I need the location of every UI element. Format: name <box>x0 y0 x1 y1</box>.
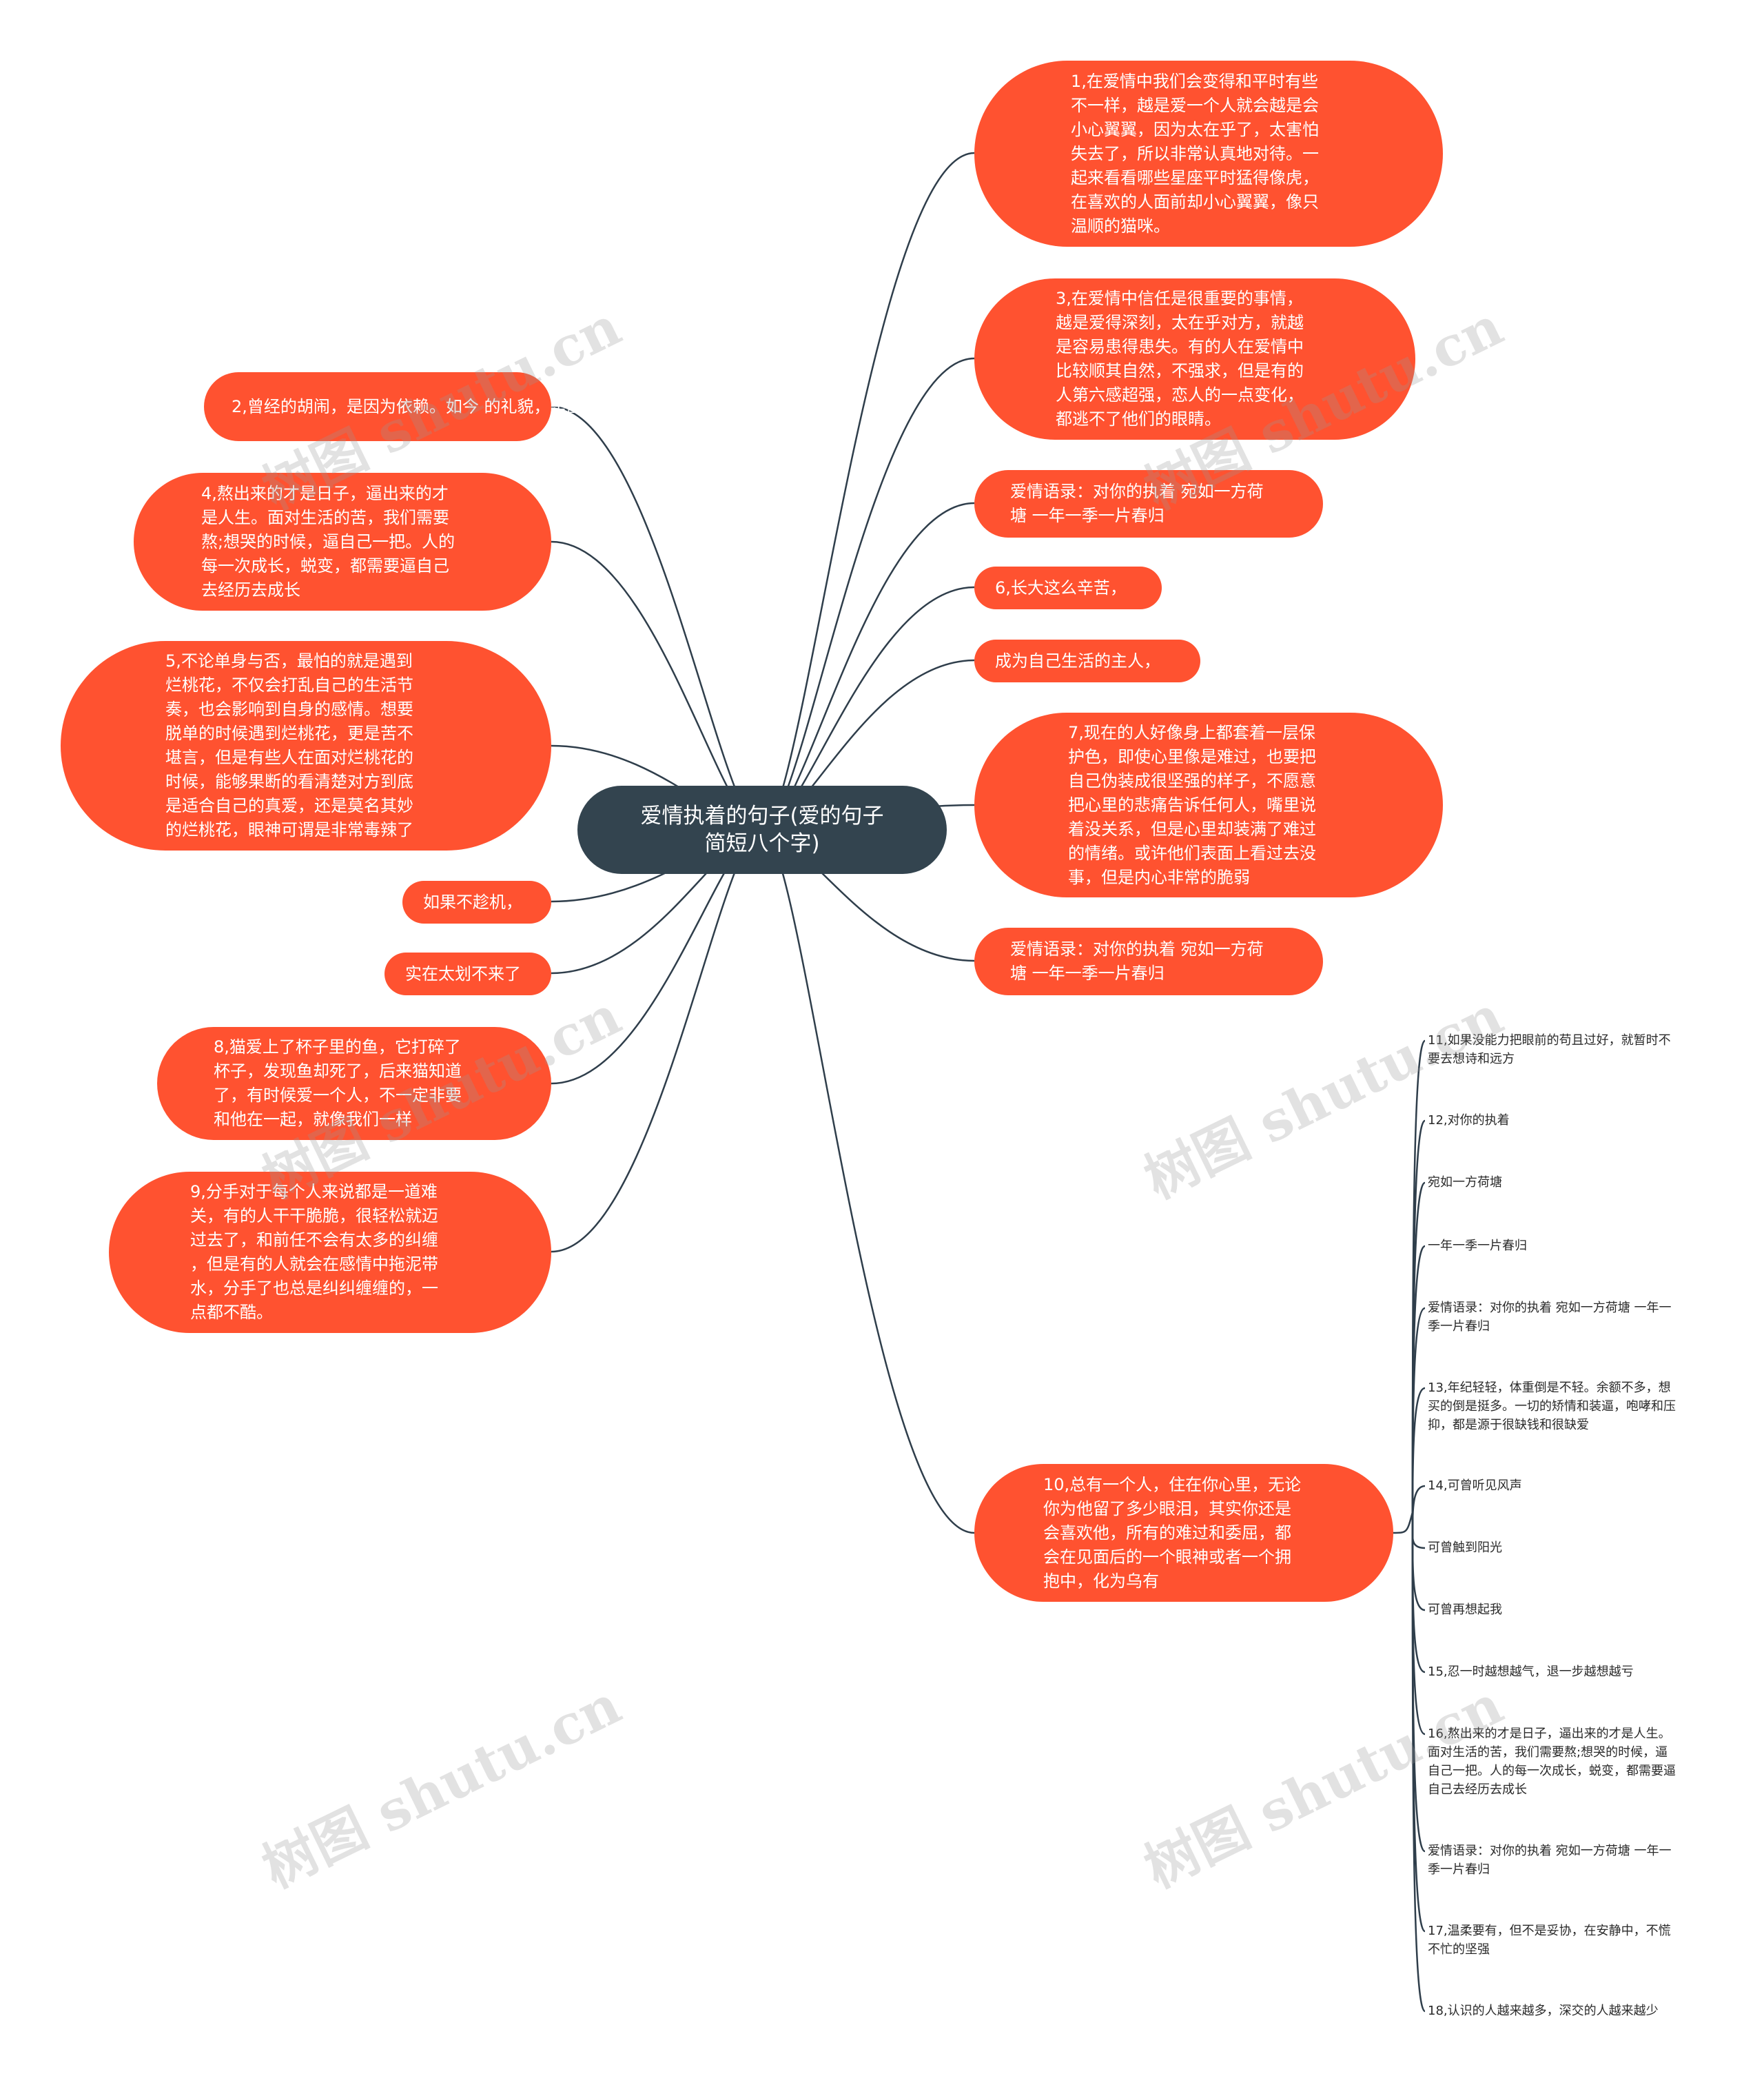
link-leaf-8 <box>1411 1532 1426 1549</box>
leaf-item[interactable]: 一年一季一片春归 <box>1428 1239 1527 1253</box>
node-text: 实在太划不来了 <box>405 964 521 984</box>
leaf-item[interactable]: 宛如一方荷塘 <box>1428 1175 1502 1190</box>
node-text: 爱情语录：对你的执着 宛如一方荷 塘 一年一季一片春归 <box>1010 939 1264 983</box>
leaf-item[interactable]: 爱情语录：对你的执着 宛如一方荷塘 一年一 季一片春归 <box>1428 1301 1672 1334</box>
leaf-item[interactable]: 可曾再想起我 <box>1428 1602 1502 1617</box>
right-node-8[interactable]: 10,总有一个人，住在你心里，无论 你为他留了多少眼泪，其实你还是 会喜欢他，所… <box>974 1464 1393 1602</box>
link-leaf-stem <box>1393 1512 1414 1534</box>
leaf-item[interactable]: 18,认识的人越来越多，深交的人越来越少 <box>1428 2004 1659 2018</box>
link-left-1 <box>551 405 763 831</box>
node-text: 成为自己生活的主人， <box>995 651 1160 671</box>
leaf-item[interactable]: 16,熬出来的才是日子，逼出来的才是人生。 面对生活的苦，我们需要熬;想哭的时候… <box>1428 1727 1676 1797</box>
link-leaf-7 <box>1411 1485 1426 1534</box>
left-node-3[interactable]: 5,不论单身与否，最怕的就是遇到 烂桃花，不仅会打乱自己的生活节 奏，也会影响到… <box>61 641 551 851</box>
node-text: 5,不论单身与否，最怕的就是遇到 烂桃花，不仅会打乱自己的生活节 奏，也会影响到… <box>165 651 413 839</box>
node-text: 9,分手对于每个人来说都是一道难 关，有的人干干脆脆，很轻松就迈 过去了，和前任… <box>190 1182 438 1322</box>
link-leaf-6 <box>1411 1387 1426 1534</box>
left-node-1[interactable]: 2,曾经的胡闹，是因为依赖。如今 的礼貌，是因为陌生。 <box>204 372 650 441</box>
node-text: 10,总有一个人，住在你心里，无论 你为他留了多少眼泪，其实你还是 会喜欢他，所… <box>1043 1474 1302 1591</box>
left-node-7[interactable]: 9,分手对于每个人来说都是一道难 关，有的人干干脆脆，很轻松就迈 过去了，和前任… <box>109 1172 551 1333</box>
node-text: 如果不趁机， <box>423 892 522 912</box>
node-text: 7,现在的人好像身上都套着一层保 护色，即使心里像是难过，也要把 自己伪装成很坚… <box>1068 722 1316 887</box>
link-left-7 <box>551 828 763 1253</box>
right-node-3[interactable]: 爱情语录：对你的执着 宛如一方荷 塘 一年一季一片春归 <box>974 470 1323 538</box>
right-node-7[interactable]: 爱情语录：对你的执着 宛如一方荷 塘 一年一季一片春归 <box>974 928 1323 995</box>
central-topic-text: 爱情执着的句子(爱的句子 简短八个字) <box>640 804 884 856</box>
leaf-item[interactable]: 12,对你的执着 <box>1428 1113 1510 1128</box>
leaf-item[interactable]: 11,如果没能力把眼前的苟且过好，就暂时不 要去想诗和远方 <box>1428 1033 1671 1066</box>
right-node-6[interactable]: 7,现在的人好像身上都套着一层保 护色，即使心里像是难过，也要把 自己伪装成很坚… <box>974 713 1443 897</box>
node-text: 6,长大这么辛苦， <box>995 578 1127 598</box>
right-node-2[interactable]: 3,在爱情中信任是很重要的事情， 越是爱得深刻，太在乎对方，就越 是容易患得患失… <box>974 278 1415 440</box>
link-leaf-10 <box>1411 1532 1426 1673</box>
node-text: 3,在爱情中信任是很重要的事情， 越是爱得深刻，太在乎对方，就越 是容易患得患失… <box>1056 289 1304 429</box>
node-text: 2,曾经的胡闹，是因为依赖。如今 的礼貌，是因为陌生。 <box>232 396 650 416</box>
leaf-item[interactable]: 17,温柔要有，但不是妥协，在安静中，不慌 不忙的坚强 <box>1428 1924 1671 1957</box>
leaf-item[interactable]: 爱情语录：对你的执着 宛如一方荷塘 一年一 季一片春归 <box>1428 1844 1672 1877</box>
left-node-2[interactable]: 4,熬出来的才是日子，逼出来的才 是人生。面对生活的苦，我们需要 熬;想哭的时候… <box>134 473 551 611</box>
left-node-5[interactable]: 实在太划不来了 <box>384 953 551 995</box>
link-leaf-14 <box>1411 1532 1426 2013</box>
node-text: 8,猫爱上了杯子里的鱼，它打碎了 杯子，发现鱼却死了，后来猫知道 了，有时候爱一… <box>214 1037 462 1129</box>
leaf-item[interactable]: 14,可曾听见风声 <box>1428 1478 1522 1493</box>
node-text: 爱情语录：对你的执着 宛如一方荷 塘 一年一季一片春归 <box>1010 482 1264 525</box>
leaf-item[interactable]: 可曾触到阳光 <box>1428 1540 1502 1555</box>
node-text: 4,熬出来的才是日子，逼出来的才 是人生。面对生活的苦，我们需要 熬;想哭的时候… <box>201 483 455 600</box>
link-right-1 <box>761 152 975 831</box>
left-node-6[interactable]: 8,猫爱上了杯子里的鱼，它打碎了 杯子，发现鱼却死了，后来猫知道 了，有时候爱一… <box>157 1027 551 1140</box>
leaf-item[interactable]: 13,年纪轻轻，体重倒是不轻。余额不多，想 买的倒是挺多。一切的矫情和装逼，咆哮… <box>1428 1381 1676 1432</box>
node-text: 1,在爱情中我们会变得和平时有些 不一样，越是爱一个人就会越是会 小心翼翼，因为… <box>1071 71 1319 236</box>
left-node-4[interactable]: 如果不趁机， <box>402 881 551 924</box>
right-node-5[interactable]: 成为自己生活的主人， <box>974 640 1200 682</box>
right-node-1[interactable]: 1,在爱情中我们会变得和平时有些 不一样，越是爱一个人就会越是会 小心翼翼，因为… <box>974 61 1443 247</box>
right-node-4[interactable]: 6,长大这么辛苦， <box>974 567 1162 609</box>
link-right-8 <box>761 828 975 1534</box>
central-topic[interactable]: 爱情执着的句子(爱的句子 简短八个字) <box>577 786 947 874</box>
leaf-item[interactable]: 15,忍一时越想越气，退一步越想越亏 <box>1428 1665 1634 1679</box>
